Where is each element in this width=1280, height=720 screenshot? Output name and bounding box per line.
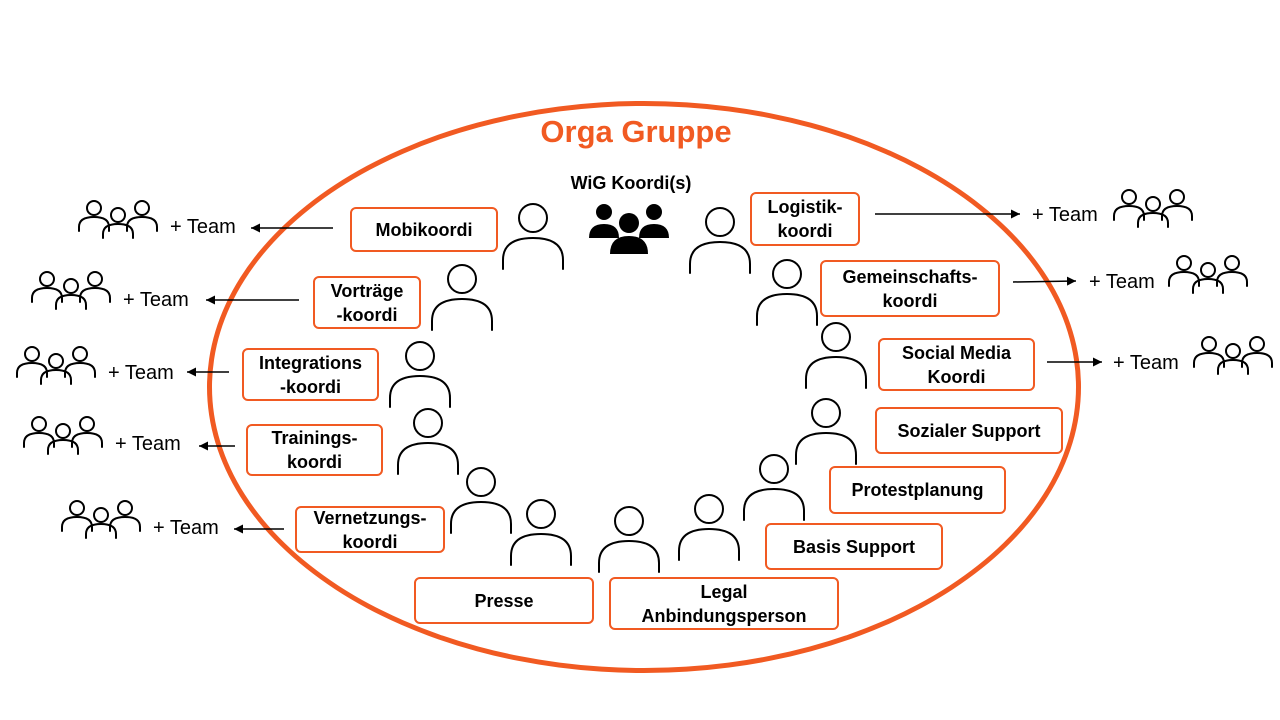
person-icon bbox=[756, 259, 818, 326]
team-icon bbox=[31, 271, 111, 310]
role-box-mobikoordi: Mobikoordi bbox=[350, 207, 498, 252]
person-icon bbox=[431, 264, 493, 331]
role-box-protestplanung: Protestplanung bbox=[829, 466, 1006, 514]
team-label-socialmedia: + Team bbox=[1113, 352, 1179, 374]
diagram-title: Orga Gruppe bbox=[540, 114, 732, 149]
role-box-presse: Presse bbox=[414, 577, 594, 624]
team-label-vortraege: + Team bbox=[123, 289, 189, 311]
team-label-integration: + Team bbox=[108, 362, 174, 384]
team-icon bbox=[61, 500, 141, 539]
role-box-sozialer-support: Sozialer Support bbox=[875, 407, 1063, 454]
person-icon bbox=[397, 408, 459, 475]
person-icon bbox=[450, 467, 512, 534]
team-label-gemeinschaft: + Team bbox=[1089, 271, 1155, 293]
person-icon bbox=[389, 341, 451, 408]
person-icon bbox=[502, 203, 564, 270]
team-label-mobikoordi: + Team bbox=[170, 216, 236, 238]
people-group-icon bbox=[589, 204, 669, 254]
orga-group-ellipse bbox=[207, 101, 1081, 673]
role-box-logistik-koordi: Logistik- koordi bbox=[750, 192, 860, 246]
team-icon bbox=[23, 416, 103, 455]
team-icon bbox=[1193, 336, 1273, 375]
team-icon bbox=[78, 200, 158, 239]
role-box-legal-anbindungsperson: Legal Anbindungsperson bbox=[609, 577, 839, 630]
team-label-vernetzung: + Team bbox=[153, 517, 219, 539]
wig-koordi-label: WiG Koordi(s) bbox=[570, 173, 692, 193]
team-label-logistik: + Team bbox=[1032, 204, 1098, 226]
person-icon bbox=[743, 454, 805, 521]
team-label-trainings: + Team bbox=[115, 433, 181, 455]
person-icon bbox=[510, 499, 572, 566]
team-icon bbox=[16, 346, 96, 385]
arrow-gemeinschaft-team bbox=[1012, 276, 1077, 286]
role-box-trainings-koordi: Trainings- koordi bbox=[246, 424, 383, 476]
role-box-vernetzungs-koordi: Vernetzungs- koordi bbox=[295, 506, 445, 553]
role-box-social-media-koordi: Social Media Koordi bbox=[878, 338, 1035, 391]
role-box-basis-support: Basis Support bbox=[765, 523, 943, 570]
person-icon bbox=[795, 398, 857, 465]
team-icon bbox=[1113, 189, 1193, 228]
person-icon bbox=[678, 494, 740, 561]
role-box-vortraege-koordi: Vorträge -koordi bbox=[313, 276, 421, 329]
person-icon bbox=[598, 506, 660, 573]
role-box-integrations-koordi: Integrations -koordi bbox=[242, 348, 379, 401]
team-icon bbox=[1168, 255, 1248, 294]
person-icon bbox=[805, 322, 867, 389]
person-icon bbox=[689, 207, 751, 274]
role-box-gemeinschafts-koordi: Gemeinschafts- koordi bbox=[820, 260, 1000, 317]
